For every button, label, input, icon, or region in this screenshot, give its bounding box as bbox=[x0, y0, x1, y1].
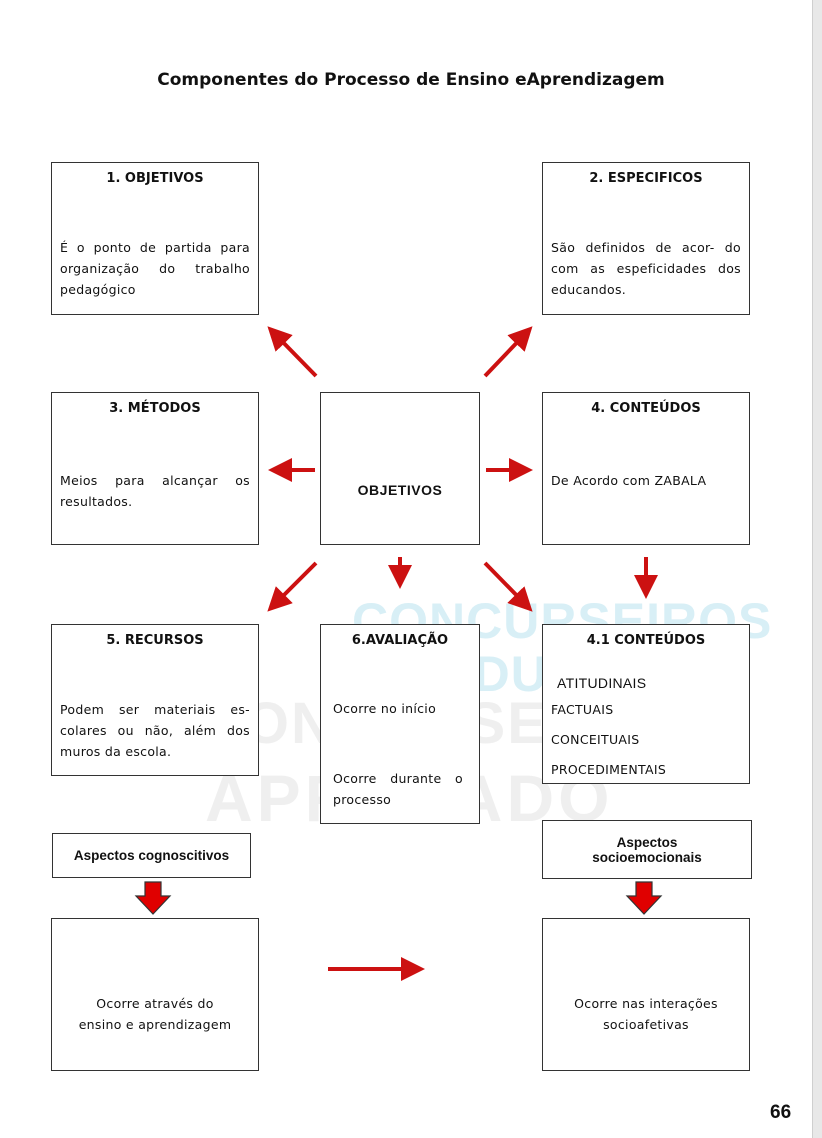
center-box: OBJETIVOS bbox=[320, 392, 480, 545]
box-avaliacao-text1: Ocorre no início bbox=[333, 701, 437, 716]
box-avaliacao: 6.AVALIAÇÃO Ocorre no início Ocorre dura… bbox=[320, 624, 480, 824]
box-conteudos: 4. CONTEÚDOS De Acordo com ZABALA bbox=[542, 392, 750, 545]
list-item: FACTUAIS bbox=[551, 702, 614, 717]
box-metodos: 3. MÉTODOS Meios para alcançar os result… bbox=[51, 392, 259, 545]
box-conteudos-text: De Acordo com ZABALA bbox=[551, 473, 707, 488]
box-metodos-title: 3. MÉTODOS bbox=[109, 401, 201, 416]
box-conteudos-title: 4. CONTEÚDOS bbox=[591, 401, 701, 416]
list-item: ATITUDINAIS bbox=[557, 675, 647, 691]
arrow-to-recursos bbox=[267, 561, 318, 612]
aspect-socio-label: Aspectos socioemocionais bbox=[542, 820, 752, 879]
arrow-to-objetivos bbox=[267, 326, 318, 378]
aspect-cognitive-label: Aspectos cognoscitivos bbox=[52, 833, 251, 878]
box-especificos-text: São definidos de acor- do com as espefic… bbox=[551, 240, 741, 297]
box-especificos-title: 2. ESPECIFICOS bbox=[589, 171, 703, 186]
box-avaliacao-text2: Ocorre durante o processo bbox=[333, 771, 463, 807]
list-item: CONCEITUAIS bbox=[551, 732, 640, 747]
list-item: PROCEDIMENTAIS bbox=[551, 762, 667, 777]
block-arrow-socio bbox=[625, 881, 663, 915]
box-objetivos: 1. OBJETIVOS É o ponto de partida para o… bbox=[51, 162, 259, 315]
box-cognitive-result-text: Ocorre através do ensino e aprendizagem bbox=[78, 996, 232, 1032]
box-objetivos-title: 1. OBJETIVOS bbox=[106, 171, 204, 186]
center-label: OBJETIVOS bbox=[357, 482, 443, 498]
box-especificos: 2. ESPECIFICOS São definidos de acor- do… bbox=[542, 162, 750, 315]
page-number: 66 bbox=[770, 1102, 792, 1123]
box-recursos: 5. RECURSOS Podem ser materiais es- cola… bbox=[51, 624, 259, 776]
box-socio-result-text: Ocorre nas interações socioafetivas bbox=[574, 996, 718, 1032]
arrow-to-especificos bbox=[483, 326, 533, 378]
box-socio-result: Ocorre nas interações socioafetivas bbox=[542, 918, 750, 1071]
page-edge bbox=[812, 0, 822, 1138]
box-recursos-text: Podem ser materiais es- colares ou não, … bbox=[60, 702, 250, 759]
box-conteudos41-title: 4.1 CONTEÚDOS bbox=[586, 633, 706, 648]
box-recursos-title: 5. RECURSOS bbox=[106, 633, 204, 648]
box-conteudos41: 4.1 CONTEÚDOS ATITUDINAIS FACTUAIS CONCE… bbox=[542, 624, 750, 784]
block-arrow-cognitive bbox=[134, 881, 172, 915]
box-avaliacao-title: 6.AVALIAÇÃO bbox=[351, 633, 449, 648]
page-title: Componentes do Processo de Ensino eApren… bbox=[157, 70, 665, 90]
box-metodos-text: Meios para alcançar os resultados. bbox=[60, 473, 250, 509]
arrow-to-conteudos41 bbox=[483, 561, 533, 612]
box-objetivos-text: É o ponto de partida para organização do… bbox=[60, 240, 250, 297]
box-cognitive-result: Ocorre através do ensino e aprendizagem bbox=[51, 918, 259, 1071]
